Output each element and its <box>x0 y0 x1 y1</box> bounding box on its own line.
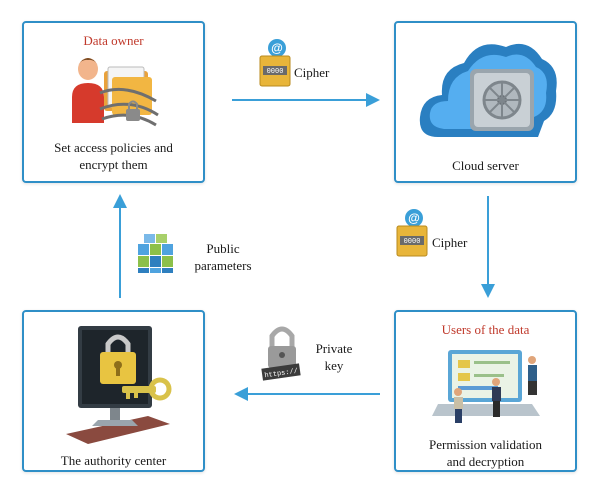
public-parameters-cube-icon <box>138 234 173 273</box>
data-owner-title: Data owner <box>83 33 144 48</box>
arrow-cloud-to-users <box>481 196 495 298</box>
cloud-vault-icon <box>419 43 557 137</box>
authority-monitor-lock-icon <box>66 326 172 444</box>
cipher-top-digits: 0000 <box>267 68 284 76</box>
users-node: Users of the data Permission validation … <box>394 310 577 472</box>
cipher-icon-right: @ 0000 <box>396 209 428 257</box>
arrow-authority-to-owner <box>113 194 127 298</box>
private-key-label-line1: Private <box>315 341 353 356</box>
users-desc-line1: Permission validation <box>428 437 543 452</box>
arrow-users-to-authority <box>234 387 380 401</box>
cloud-server-label: Cloud server <box>452 158 519 173</box>
cloud-server-node: Cloud server <box>394 21 577 183</box>
users-desc-line2: and decryption <box>446 454 525 469</box>
arrow-owner-to-cloud <box>232 93 380 107</box>
users-title: Users of the data <box>441 322 530 337</box>
cipher-label-top: Cipher <box>294 65 330 80</box>
cipher-label-right: Cipher <box>432 235 468 250</box>
data-owner-desc-line1: Set access policies and <box>54 140 173 155</box>
private-key-label-line2: key <box>324 358 344 373</box>
authority-label: The authority center <box>60 453 167 468</box>
users-laptop-icon <box>432 350 540 423</box>
authority-node: The authority center <box>22 310 205 472</box>
data-owner-icon <box>72 58 159 127</box>
svg-text:@: @ <box>271 41 283 55</box>
svg-text:@: @ <box>408 211 420 225</box>
cipher-right-digits: 0000 <box>404 238 421 246</box>
cipher-icon-top: @ 0000 <box>259 39 291 87</box>
public-parameters-label-line2: parameters <box>194 258 252 273</box>
data-owner-desc-line2: encrypt them <box>79 157 148 172</box>
private-key-icon: https:// <box>261 326 301 381</box>
public-parameters-label-line1: Public <box>206 241 240 256</box>
data-owner-node: Data owner Set access policies and encry… <box>22 21 205 183</box>
